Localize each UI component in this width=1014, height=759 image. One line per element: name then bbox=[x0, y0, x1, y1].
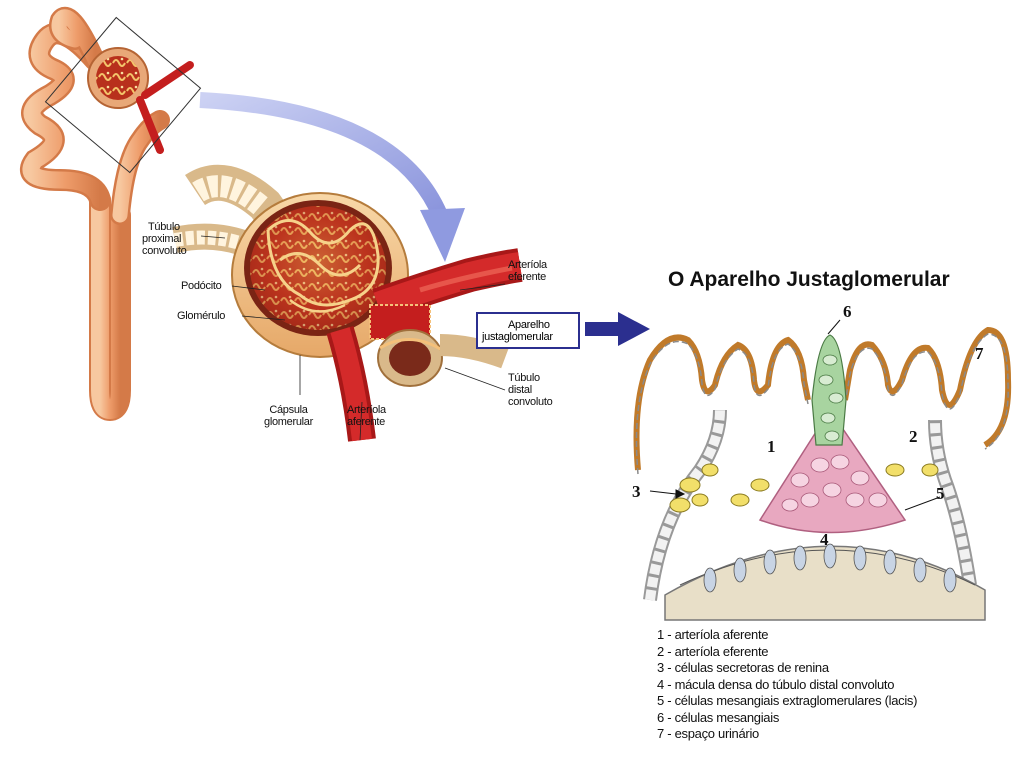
marker-4: 4 bbox=[820, 530, 829, 550]
legend: 1 - arteríola aferente 2 - arteríola efe… bbox=[657, 627, 917, 743]
label-glomerulo: Glomérulo bbox=[177, 310, 225, 322]
legend-item: 5 - células mesangiais extraglomerulares… bbox=[657, 693, 917, 710]
jga-detail-illustration bbox=[637, 320, 1009, 620]
marker-7: 7 bbox=[975, 344, 984, 364]
label-tubulo-proximal: Túbulo proximal convoluto bbox=[148, 221, 186, 257]
nephron-illustration bbox=[31, 17, 201, 410]
label-arteriola-eferente: Arteríola eferente bbox=[508, 259, 547, 283]
marker-3: 3 bbox=[632, 482, 641, 502]
diagram-title: O Aparelho Justaglomerular bbox=[668, 268, 950, 292]
legend-item: 6 - células mesangiais bbox=[657, 710, 917, 727]
label-tubulo-distal: Túbulo distal convoluto bbox=[508, 372, 552, 408]
marker-1: 1 bbox=[767, 437, 776, 457]
marker-5: 5 bbox=[936, 484, 945, 504]
right-arrow bbox=[585, 312, 650, 346]
label-arteriola-aferente: Arteríola aferente bbox=[347, 404, 386, 428]
glomerulus-illustration bbox=[175, 183, 520, 440]
legend-item: 2 - arteríola eferente bbox=[657, 644, 917, 661]
legend-item: 4 - mácula densa do túbulo distal convol… bbox=[657, 677, 917, 694]
marker-2: 2 bbox=[909, 427, 918, 447]
marker-6: 6 bbox=[843, 302, 852, 322]
legend-item: 1 - arteríola aferente bbox=[657, 627, 917, 644]
label-capsula-glomerular: Cápsula glomerular bbox=[264, 404, 313, 428]
legend-item: 7 - espaço urinário bbox=[657, 726, 917, 743]
label-aparelho-justaglomerular: Aparelho justaglomerular bbox=[476, 312, 580, 349]
legend-item: 3 - células secretoras de renina bbox=[657, 660, 917, 677]
label-podocito: Podócito bbox=[181, 280, 221, 292]
